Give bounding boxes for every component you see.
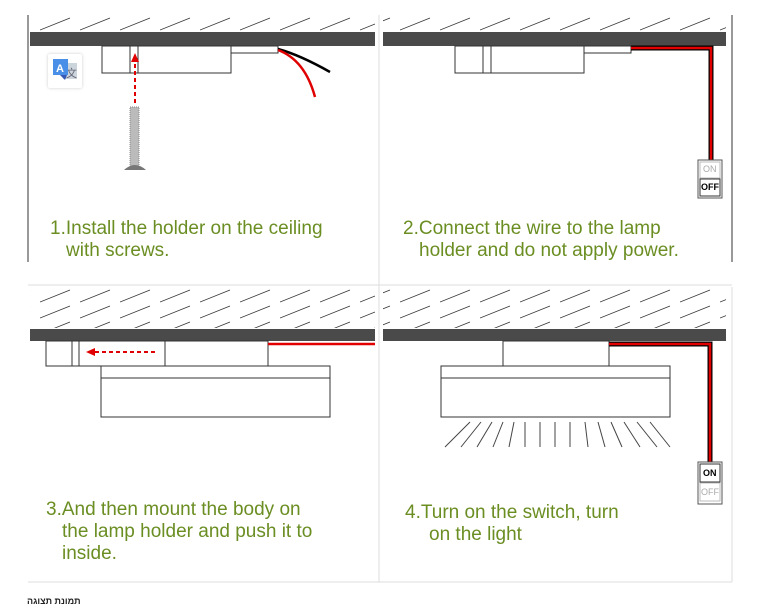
step-4-text: 4.Turn on the switch, turn on the light <box>405 502 619 546</box>
panel-4 <box>383 288 726 505</box>
translate-button[interactable]: 文 A <box>48 54 82 88</box>
switch-on-label: ON <box>703 164 717 174</box>
image-caption: תמונת תצוגה <box>27 596 81 606</box>
step-4-line-1: 4.Turn on the switch, turn <box>405 502 619 523</box>
step-3-line-2: the lamp holder and push it to <box>62 521 313 542</box>
step-1-line-1: 1.Install the holder on the ceiling <box>50 218 323 239</box>
svg-text:A: A <box>56 63 64 75</box>
step-2-text: 2.Connect the wire to the lamp holder an… <box>403 218 679 262</box>
step-3-line-3: inside. <box>62 543 117 564</box>
step-2-line-1: 2.Connect the wire to the lamp <box>403 218 661 239</box>
translate-icon: 文 A <box>53 59 77 80</box>
lamp-holder <box>101 45 232 74</box>
lamp-body <box>100 377 331 418</box>
switch-on-label: ON <box>703 468 717 478</box>
svg-text:文: 文 <box>66 66 77 80</box>
step-1-text: 1.Install the holder on the ceiling with… <box>50 218 323 262</box>
switch-off-label: OFF <box>701 182 719 192</box>
step-3-text: 3.And then mount the body on the lamp ho… <box>46 499 312 565</box>
panel-3 <box>30 288 375 418</box>
step-1-line-2: with screws. <box>66 240 170 261</box>
step-3-line-1: 3.And then mount the body on <box>46 499 301 520</box>
ceiling <box>30 32 375 46</box>
step-4-line-2: on the light <box>429 524 522 545</box>
panel-2 <box>383 15 726 199</box>
switch-off-label: OFF <box>701 487 719 497</box>
panel-1 <box>30 15 375 170</box>
step-2-line-2: holder and do not apply power. <box>419 240 679 261</box>
screw <box>129 106 140 168</box>
